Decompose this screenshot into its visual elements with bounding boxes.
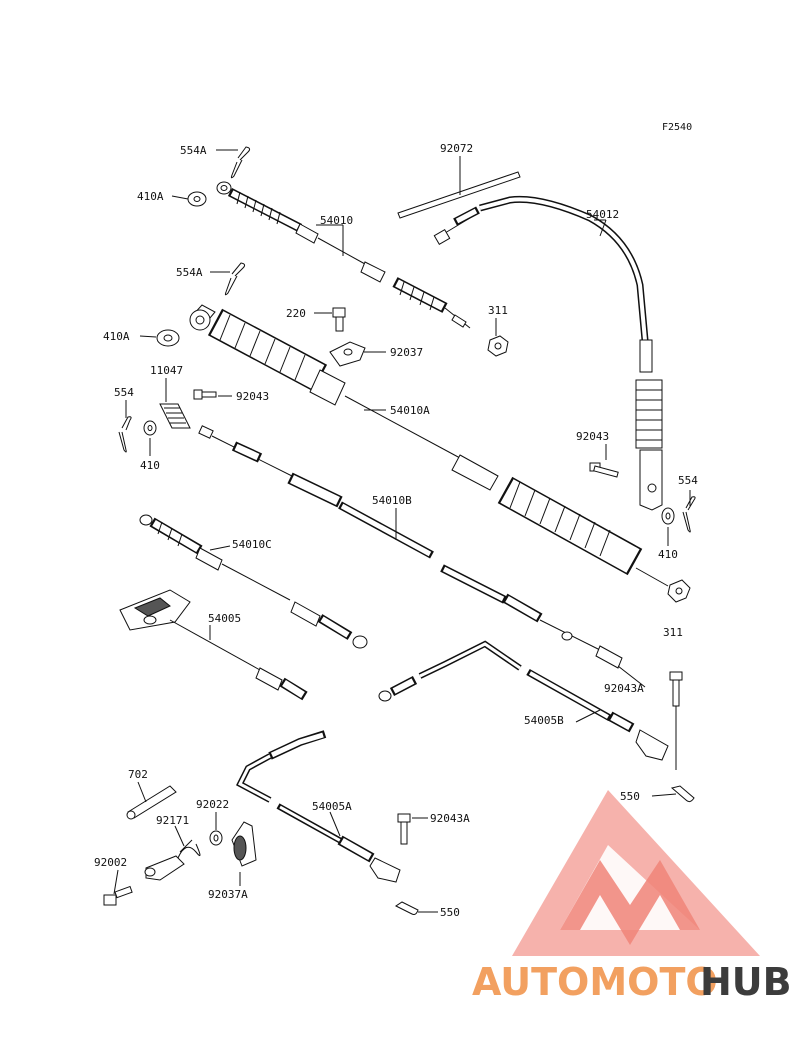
label-54010B: 54010B [372,494,412,507]
label-54010: 54010 [320,214,353,227]
watermark-triangle-inner [560,845,700,930]
part-550-right-clip [670,785,695,803]
label-220: 220 [286,307,306,320]
part-92171-spring [177,839,201,859]
part-92037-bracket [329,341,366,367]
part-410-left-washer [143,420,157,436]
part-92002-bolt-lever [103,855,185,906]
part-54010-cable [216,181,471,329]
label-54010C: 54010C [232,538,272,551]
watermark-text-hub: HUB [700,960,792,1004]
part-92022-washer [209,830,223,846]
watermark-logo: AUTOMOTO HUB [472,790,792,1004]
label-410-right: 410 [658,548,678,561]
label-554-left: 554 [114,386,134,399]
part-554A-mid-clip [224,262,246,296]
part-410-right-washer [661,507,675,525]
label-550-right: 550 [620,790,640,803]
watermark-text-automoto: AUTOMOTO [472,960,718,1004]
watermark-m-shape [560,860,700,945]
part-54005A-cable [236,730,401,883]
label-92037: 92037 [390,346,423,359]
label-92072: 92072 [440,142,473,155]
label-410A-top: 410A [137,190,164,203]
part-54010B-cable [198,425,623,669]
label-702: 702 [128,768,148,781]
label-92022: 92022 [196,798,229,811]
part-554-left-clip [118,416,132,453]
part-92043-left-pin [193,389,217,400]
label-554A-mid: 554A [176,266,203,279]
label-550-bottom: 550 [440,906,460,919]
label-311-top: 311 [488,304,508,317]
part-702-rod [126,785,177,820]
part-92043A-bottom-pin [397,813,411,845]
label-92171: 92171 [156,814,189,827]
label-92043-a: 92043 [236,390,269,403]
part-54010A-cable [189,304,669,587]
label-92043A-bottom: 92043A [430,812,470,825]
label-92002: 92002 [94,856,127,869]
part-54012-cable [433,195,663,511]
part-54005B-cable [378,640,669,761]
part-11047-bracket [159,403,191,429]
part-54010C-cable [139,514,368,649]
part-550-bottom-clip [395,901,419,915]
part-92043A-right-pin [669,671,683,707]
part-554-right-clip [682,496,696,533]
part-410A-top-washer [187,191,207,207]
part-410A-mid-washer [156,329,180,347]
label-410-left: 410 [140,459,160,472]
label-54005: 54005 [208,612,241,625]
label-92043A-right: 92043A [604,682,644,695]
label-54005B: 54005B [524,714,564,727]
label-410A-mid: 410A [103,330,130,343]
label-92043-b: 92043 [576,430,609,443]
part-92072-strap [397,171,521,219]
label-54012: 54012 [586,208,619,221]
label-92037A: 92037A [208,888,248,901]
part-220-bolt [332,307,346,332]
label-54005A: 54005A [312,800,352,813]
part-311-right-nut [667,579,691,603]
part-311-top-nut [487,335,509,357]
leader-lines [113,149,691,913]
label-554-right: 554 [678,474,698,487]
part-54005-cable [119,589,308,701]
part-554A-top-clip [230,146,251,179]
label-54010A: 54010A [390,404,430,417]
figure-code: F2540 [662,122,692,133]
label-311-right: 311 [663,626,683,639]
part-92043-right-pin [589,462,619,478]
part-92037A-bracket [231,821,257,867]
label-11047: 11047 [150,364,183,377]
label-554A-top: 554A [180,144,207,157]
